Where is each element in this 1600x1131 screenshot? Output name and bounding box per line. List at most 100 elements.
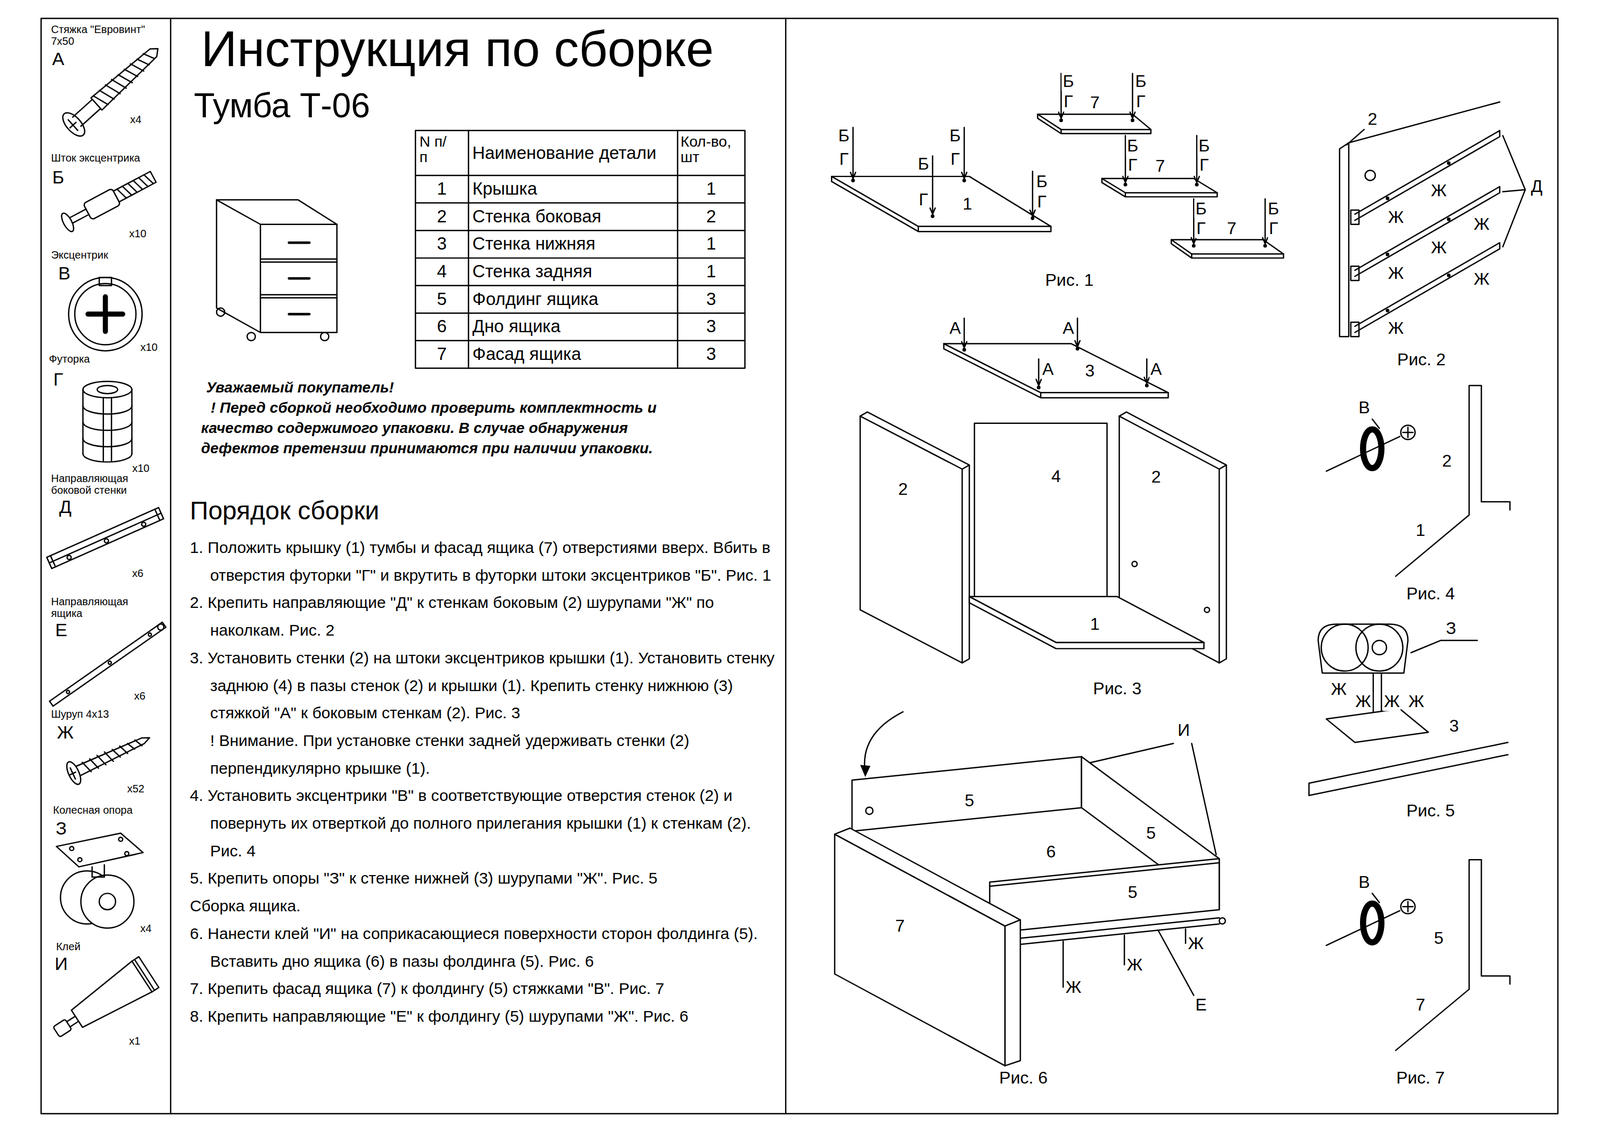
callout-number: 3 — [1083, 362, 1096, 381]
cam-lock-icon — [99, 277, 112, 286]
figure-1 — [1171, 239, 1284, 254]
figure-7 — [1363, 904, 1382, 943]
drawer-rail-icon — [156, 622, 165, 632]
figure-5 — [1308, 742, 1508, 796]
callout-number: 1 — [1089, 614, 1101, 634]
wood-screw-icon — [82, 736, 143, 774]
drawer-rail-icon — [107, 660, 112, 666]
part-count: х52 — [126, 782, 144, 795]
section-heading: Порядок сборки — [189, 497, 380, 526]
callout-number: 5 — [1126, 883, 1139, 903]
figure-1 — [1123, 182, 1128, 187]
callout-number: 5 — [1433, 929, 1445, 949]
part-name: Стяжка "Евровинт" 7х50 — [51, 23, 156, 47]
callout-number: 2 — [1150, 468, 1163, 487]
table-cell: 1 — [706, 261, 716, 282]
page-title: Инструкция по сборке — [201, 21, 714, 77]
callout-letter: З — [1444, 619, 1458, 638]
figure-6 — [1004, 920, 1021, 1066]
figure-1 — [851, 178, 855, 183]
wood-screw-icon — [64, 726, 155, 787]
figure-5 — [1355, 624, 1403, 671]
figure-1 — [831, 176, 1051, 227]
figure-2 — [1354, 130, 1500, 221]
insert-nut-icon — [103, 397, 112, 462]
figure-1 — [831, 73, 1284, 259]
table-cell: Фолдинг ящика — [472, 289, 599, 309]
figure-2 — [1339, 101, 1500, 337]
part-letter: И — [54, 954, 68, 974]
figure-2 — [1385, 308, 1390, 313]
caster-icon — [99, 893, 116, 910]
table-cell: 1 — [706, 179, 716, 199]
callout-number: 7 — [1225, 219, 1238, 238]
insert-nut-icon — [82, 381, 132, 398]
callout-letter: Г — [1062, 92, 1075, 112]
page-frame — [41, 18, 1558, 1114]
figure-3 — [962, 348, 966, 352]
callout-letter: Е — [1194, 995, 1208, 1015]
part-count: х10 — [140, 341, 158, 354]
part-letter: Г — [53, 369, 63, 390]
cam-lock-icon — [68, 277, 143, 351]
callout-letter: Б — [1035, 172, 1049, 191]
table-cell: 4 — [436, 261, 447, 282]
figure-2 — [1502, 135, 1526, 247]
figure-5 — [1321, 624, 1368, 671]
part-count: х6 — [132, 567, 144, 580]
callout-letter: Г — [1036, 192, 1048, 212]
figure-6 — [834, 712, 1226, 1067]
product-name: Тумба Т-06 — [194, 86, 371, 125]
callout-letter: Г — [1126, 155, 1139, 175]
cabinet-sketch — [216, 308, 225, 317]
caster-icon — [56, 833, 144, 929]
step-text: 8. Крепить направляющие "Е" к фолдингу (… — [189, 1002, 782, 1031]
figure-6 — [860, 764, 871, 778]
caster-icon — [92, 865, 105, 878]
cam-shaft-icon — [113, 171, 157, 203]
figure-2 — [1446, 273, 1451, 278]
figure-1 — [1195, 182, 1199, 187]
glue-tube-icon — [67, 961, 152, 1035]
part-letter: Д — [59, 497, 72, 517]
part-name: Направляющая боковой стенки — [51, 472, 156, 496]
part-count: х6 — [134, 690, 146, 702]
callout-letter: В — [1357, 873, 1371, 892]
figure-caption: Рис. 3 — [1092, 679, 1143, 699]
callout-letter: Ж — [1382, 692, 1402, 712]
figure-7 — [1400, 899, 1415, 915]
table-header: N п/п — [419, 133, 449, 166]
figure-5 — [1373, 673, 1382, 715]
figure-2 — [1350, 210, 1359, 337]
table-cell: Фасад ящика — [472, 344, 582, 364]
table-cell: Стенка нижняя — [472, 234, 596, 254]
page-frame — [41, 18, 1558, 1114]
figure-3 — [860, 412, 970, 663]
cabinet-sketch — [216, 200, 338, 333]
step-text: 1. Положить крышку (1) тумбы и фасад ящи… — [189, 533, 782, 589]
step-text: 4. Установить эксцентрики "В" в соответс… — [189, 781, 782, 865]
cabinet-sketch — [216, 200, 338, 225]
caster-icon — [81, 875, 134, 928]
cam-shaft-icon — [83, 188, 121, 220]
figure-1 — [1059, 118, 1063, 123]
callout-number: 7 — [1089, 93, 1101, 113]
callout-letter: Ж — [1329, 680, 1348, 700]
callout-letter: Б — [1134, 72, 1148, 92]
callout-letter: Г — [949, 149, 961, 169]
callout-letter: Д — [1530, 177, 1544, 197]
callout-letter: Б — [1061, 72, 1076, 92]
figure-3 — [944, 344, 1169, 398]
figure-1 — [962, 178, 966, 183]
figure-7 — [1402, 901, 1413, 912]
callout-number: 2 — [1441, 451, 1453, 471]
callout-letter: Б — [1194, 200, 1208, 219]
part-name: Футорка — [49, 353, 154, 365]
part-count: х4 — [130, 113, 142, 126]
table-header: Кол-во, шт — [680, 133, 740, 166]
figure-3 — [1144, 358, 1150, 384]
wood-screw-icon — [76, 733, 152, 776]
part-name: Шток эксцентрика — [51, 152, 156, 164]
caster-icon — [124, 851, 130, 856]
